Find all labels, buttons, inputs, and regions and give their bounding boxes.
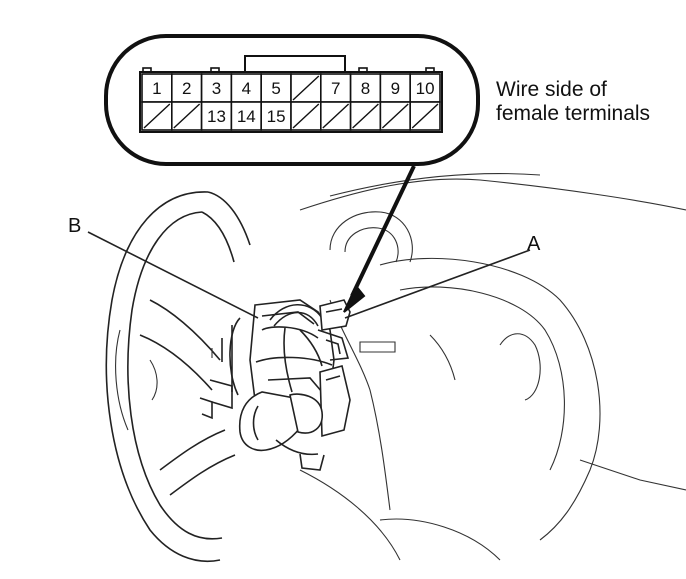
- combination-switch-drawing: [199, 299, 351, 471]
- connector-pointer-arrow: [343, 165, 416, 313]
- empty-terminal-slash: [411, 103, 439, 129]
- terminal-cell: [230, 101, 262, 131]
- steering-wheel-drawing: [105, 191, 251, 562]
- terminal-number: 1: [152, 79, 161, 98]
- connector-caption-line-1: Wire side of: [496, 78, 607, 101]
- terminal-number: 15: [267, 107, 286, 126]
- terminal-cell: [200, 101, 233, 131]
- terminal-number: 7: [331, 79, 340, 98]
- empty-terminal-slash: [352, 103, 379, 129]
- empty-terminal-slash: [292, 103, 320, 129]
- terminal-number: 9: [391, 79, 400, 98]
- terminal-number: 2: [182, 79, 191, 98]
- terminal-number: 8: [361, 79, 370, 98]
- connector-caption-line-2: female terminals: [496, 102, 650, 125]
- empty-terminal-slash: [173, 103, 201, 129]
- terminal-number: 13: [207, 107, 226, 126]
- callout-b-leader: [87, 231, 259, 319]
- terminal-number: 10: [416, 79, 435, 98]
- callout-label-a: A: [527, 233, 541, 255]
- terminal-number: 5: [271, 79, 280, 98]
- empty-terminal-slash: [381, 103, 409, 129]
- terminal-number: 4: [242, 79, 251, 98]
- empty-terminal-slash: [322, 103, 350, 129]
- connector-face-view: 1 2 3 4 5 7 8 9 10 13 14 15: [104, 34, 480, 166]
- dashboard-drawing: [299, 172, 686, 561]
- empty-terminal-slash: [292, 75, 320, 101]
- terminal-cell: [200, 73, 233, 103]
- terminal-number: 14: [237, 107, 256, 126]
- terminal-number: 3: [212, 79, 221, 98]
- callout-a-leader: [344, 249, 531, 319]
- callout-label-b: B: [68, 215, 81, 237]
- connector-lock-tab: [244, 55, 346, 73]
- terminal-grid: 1 2 3 4 5 7 8 9 10 13 14 15: [141, 73, 441, 131]
- empty-terminal-slash: [143, 103, 171, 129]
